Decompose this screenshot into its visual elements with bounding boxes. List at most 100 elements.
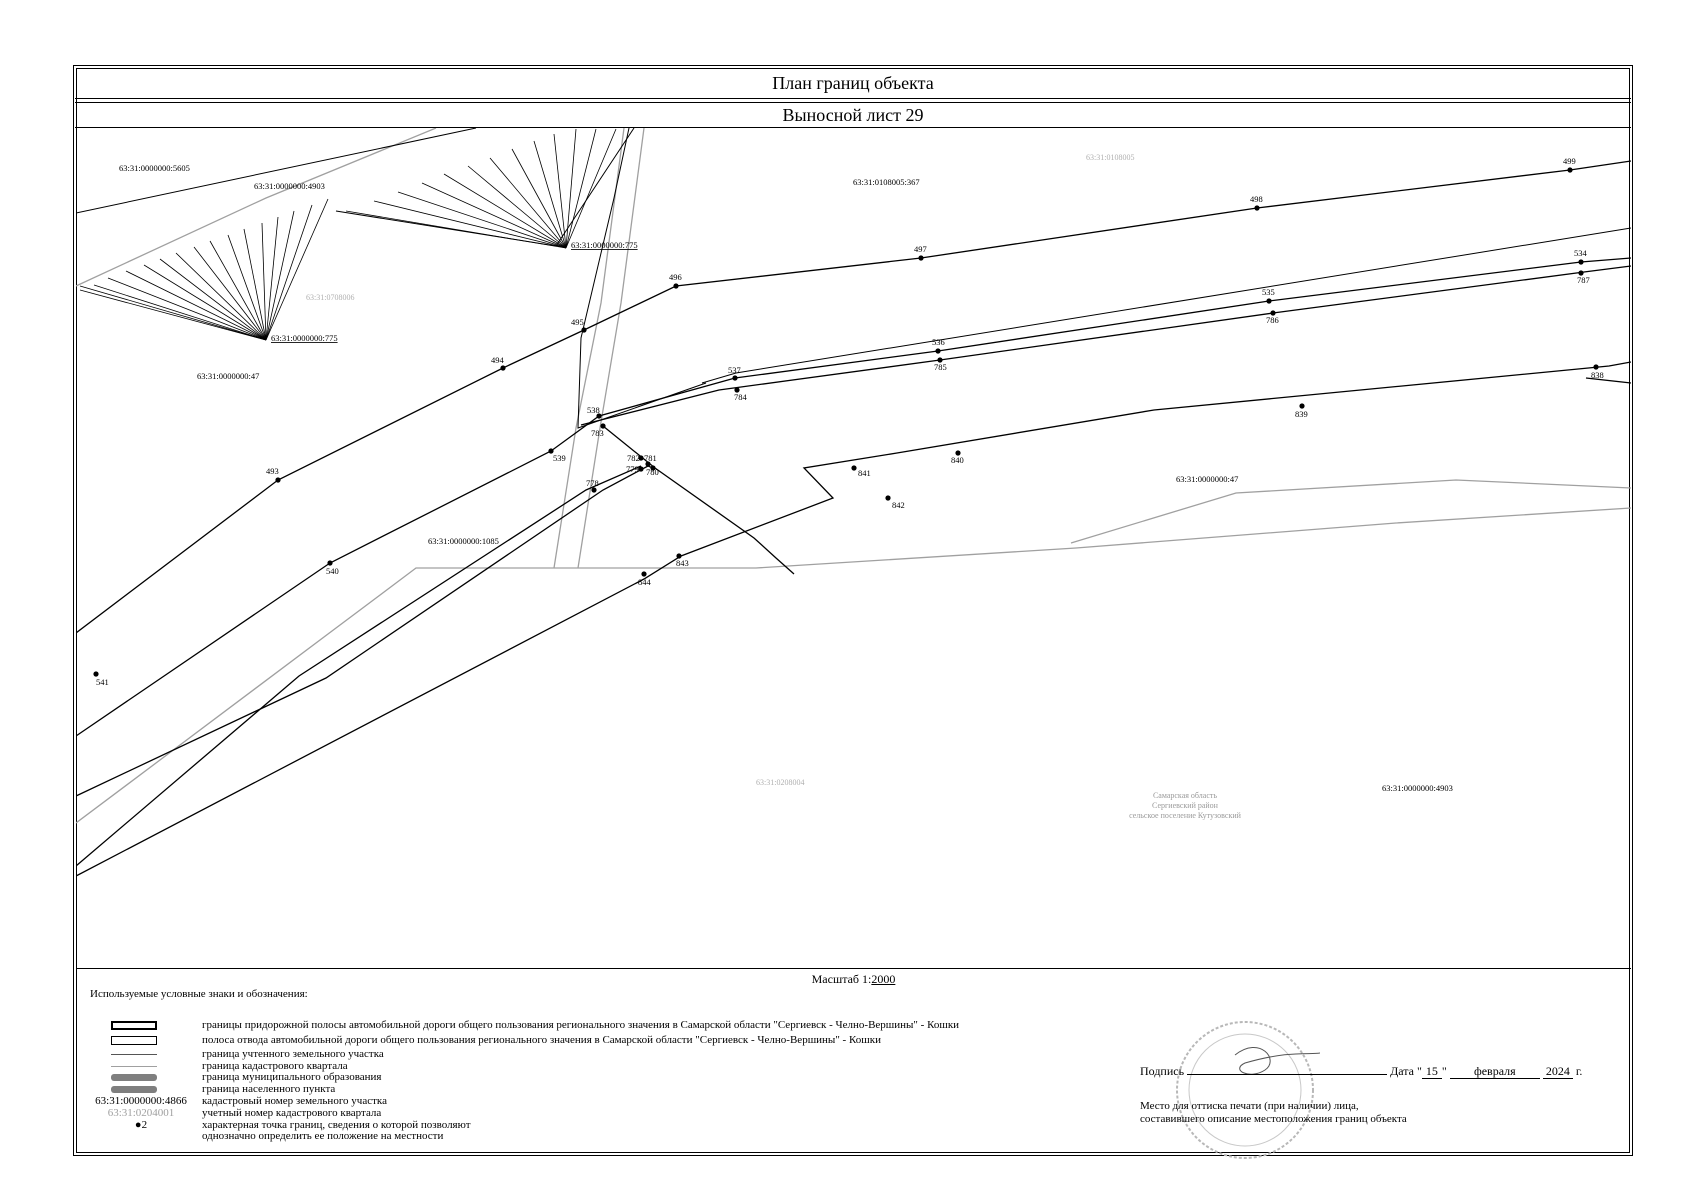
legend-point-sample: ●2 [134,1119,148,1131]
point-label: 495 [571,317,584,327]
sign-label: Подпись [1140,1064,1185,1078]
point-label: 786 [1266,315,1279,325]
date-year: 2024 [1542,1064,1573,1079]
quarter-boundaries [76,128,1631,824]
legend-text: границы придорожной полосы автомобильной… [202,1019,960,1031]
legend-municipal-bar [111,1074,157,1081]
legend-item: границы придорожной полосы автомобильной… [86,1019,1086,1032]
legend-item: полоса отвода автомобильной дороги общег… [86,1034,1086,1047]
point-label: 779 [626,464,639,474]
scale-value: 2000 [871,972,896,986]
signature-line [1187,1060,1388,1075]
point-label: 493 [266,466,279,476]
parcel-label: 63:31:0000000:47 [197,371,259,381]
point-label: 536 [932,337,945,347]
hatch-775-a [79,198,329,341]
point-label: 498 [1250,194,1263,204]
point-label: 840 [951,455,964,465]
legend-item: ●2 характерная точка границ, сведения о … [86,1119,1086,1132]
date-label: Дата " [1390,1064,1422,1078]
point-label: 539 [553,453,566,463]
scale-label: Масштаб 1: [811,972,872,986]
point-label: 838 [1591,370,1604,380]
parcel-boundaries [76,128,1631,429]
legend-quarter-sample: 63:31:0204001 [107,1107,175,1119]
date-month: февраля [1449,1064,1540,1079]
admin-label-line: Самарская область [1153,791,1217,800]
point-label: 844 [638,577,652,587]
point-label: 783 [591,428,604,438]
point-label: 781 [644,453,657,463]
parcel-label: 63:31:0000000:5605 [119,163,190,173]
legend-right-of-way-symbol [111,1036,157,1045]
legend-roadside-symbol [111,1021,157,1030]
legend-item: граница кадастрового квартала [86,1060,1086,1073]
point-label: 843 [676,558,689,568]
legend-settlement-bar [111,1086,157,1093]
date-day: 15 [1421,1064,1442,1079]
point-label: 782 [627,453,640,463]
point-label: 841 [858,468,871,478]
legend-quarter-line [111,1066,157,1067]
parcel-label: 63:31:0000000:775 [571,240,638,250]
admin-label-line: Сергиевский район [1152,801,1219,810]
quarter-label: 63:31:0208004 [756,778,804,787]
parcel-label: 63:31:0000000:4903 [1382,783,1453,793]
page-title: План границ объекта [75,67,1631,99]
seal-place-note: Место для оттиска печати (при наличии) л… [1140,1100,1407,1125]
legend-item: граница муниципального образования [86,1071,1086,1084]
admin-label-group: Самарская область Сергиевский район сель… [1129,791,1242,820]
legend-parcel-line [111,1054,157,1055]
point-label: 499 [1563,156,1576,166]
admin-label-line: сельское поселение Кутузовский [1129,811,1242,820]
legend-text: граница учтенного земельного участка [202,1048,384,1060]
point-label: 780 [646,467,659,477]
parcel-label: 63:31:0000000:1085 [428,536,499,546]
legend-text: полоса отвода автомобильной дороги общег… [202,1034,881,1046]
parcel-label: 63:31:0000000:775 [271,333,338,343]
point-label: 842 [892,500,905,510]
boundary-points [93,167,1599,677]
sheet-frame [73,65,1633,1156]
point-label: 778 [586,478,599,488]
parcel-label-group: 63:31:0000000:5605 63:31:0000000:4903 63… [119,163,1453,793]
parcel-label: 63:31:0108005:367 [853,177,920,187]
road-boundaries [76,160,1631,877]
legend-title: Используемые условные знаки и обозначени… [90,988,308,1000]
point-label-group: 499 498 497 496 495 494 493 534 787 535 … [96,156,1604,687]
point-label: 534 [1574,248,1588,258]
legend-item: однозначно определить ее положение на ме… [86,1130,1086,1143]
parcel-label: 63:31:0000000:4903 [254,181,325,191]
point-label: 784 [734,392,748,402]
legend-item: граница населенного пункта [86,1083,1086,1096]
legend-text: граница муниципального образования [202,1071,382,1083]
map-scale: Масштаб 1:2000 [76,972,1631,987]
signature-row: Подпись Дата "15" февраля 2024 г. [1140,1060,1582,1079]
sheet-subtitle: Выносной лист 29 [75,102,1631,128]
quarter-label: 63:31:0708006 [306,293,354,302]
map-canvas: 63:31:0000000:5605 63:31:0000000:4903 63… [76,128,1631,877]
point-label: 785 [934,362,947,372]
point-label: 787 [1577,275,1590,285]
legend-text: кадастровый номер земельного участка [202,1095,387,1107]
legend-text: граница кадастрового квартала [202,1060,348,1072]
point-label: 494 [491,355,505,365]
point-label: 535 [1262,287,1275,297]
parcel-label: 63:31:0000000:47 [1176,474,1238,484]
legend-text: однозначно определить ее положение на ме… [202,1130,444,1142]
point-label: 496 [669,272,682,282]
quarter-label: 63:31:0108005 [1086,153,1134,162]
point-label: 538 [587,405,600,415]
date-year-suffix: г. [1575,1064,1583,1078]
seal-stamp [1176,1021,1320,1159]
legend-text: граница населенного пункта [202,1083,336,1095]
legend-item: 63:31:0204001 учетный номер кадастрового… [86,1107,1086,1120]
legend-item: граница учтенного земельного участка [86,1048,1086,1061]
legend-item: 63:31:0000000:4866 кадастровый номер зем… [86,1095,1086,1108]
legend-text: учетный номер кадастрового квартала [202,1107,382,1119]
quarter-label-group: 63:31:0108005 63:31:0708006 63:31:020800… [306,153,1134,787]
point-label: 839 [1295,409,1308,419]
legend-parcel-sample: 63:31:0000000:4866 [95,1095,187,1107]
date-quote: " [1441,1064,1447,1078]
boundary-map: 63:31:0000000:5605 63:31:0000000:4903 63… [76,128,1631,969]
